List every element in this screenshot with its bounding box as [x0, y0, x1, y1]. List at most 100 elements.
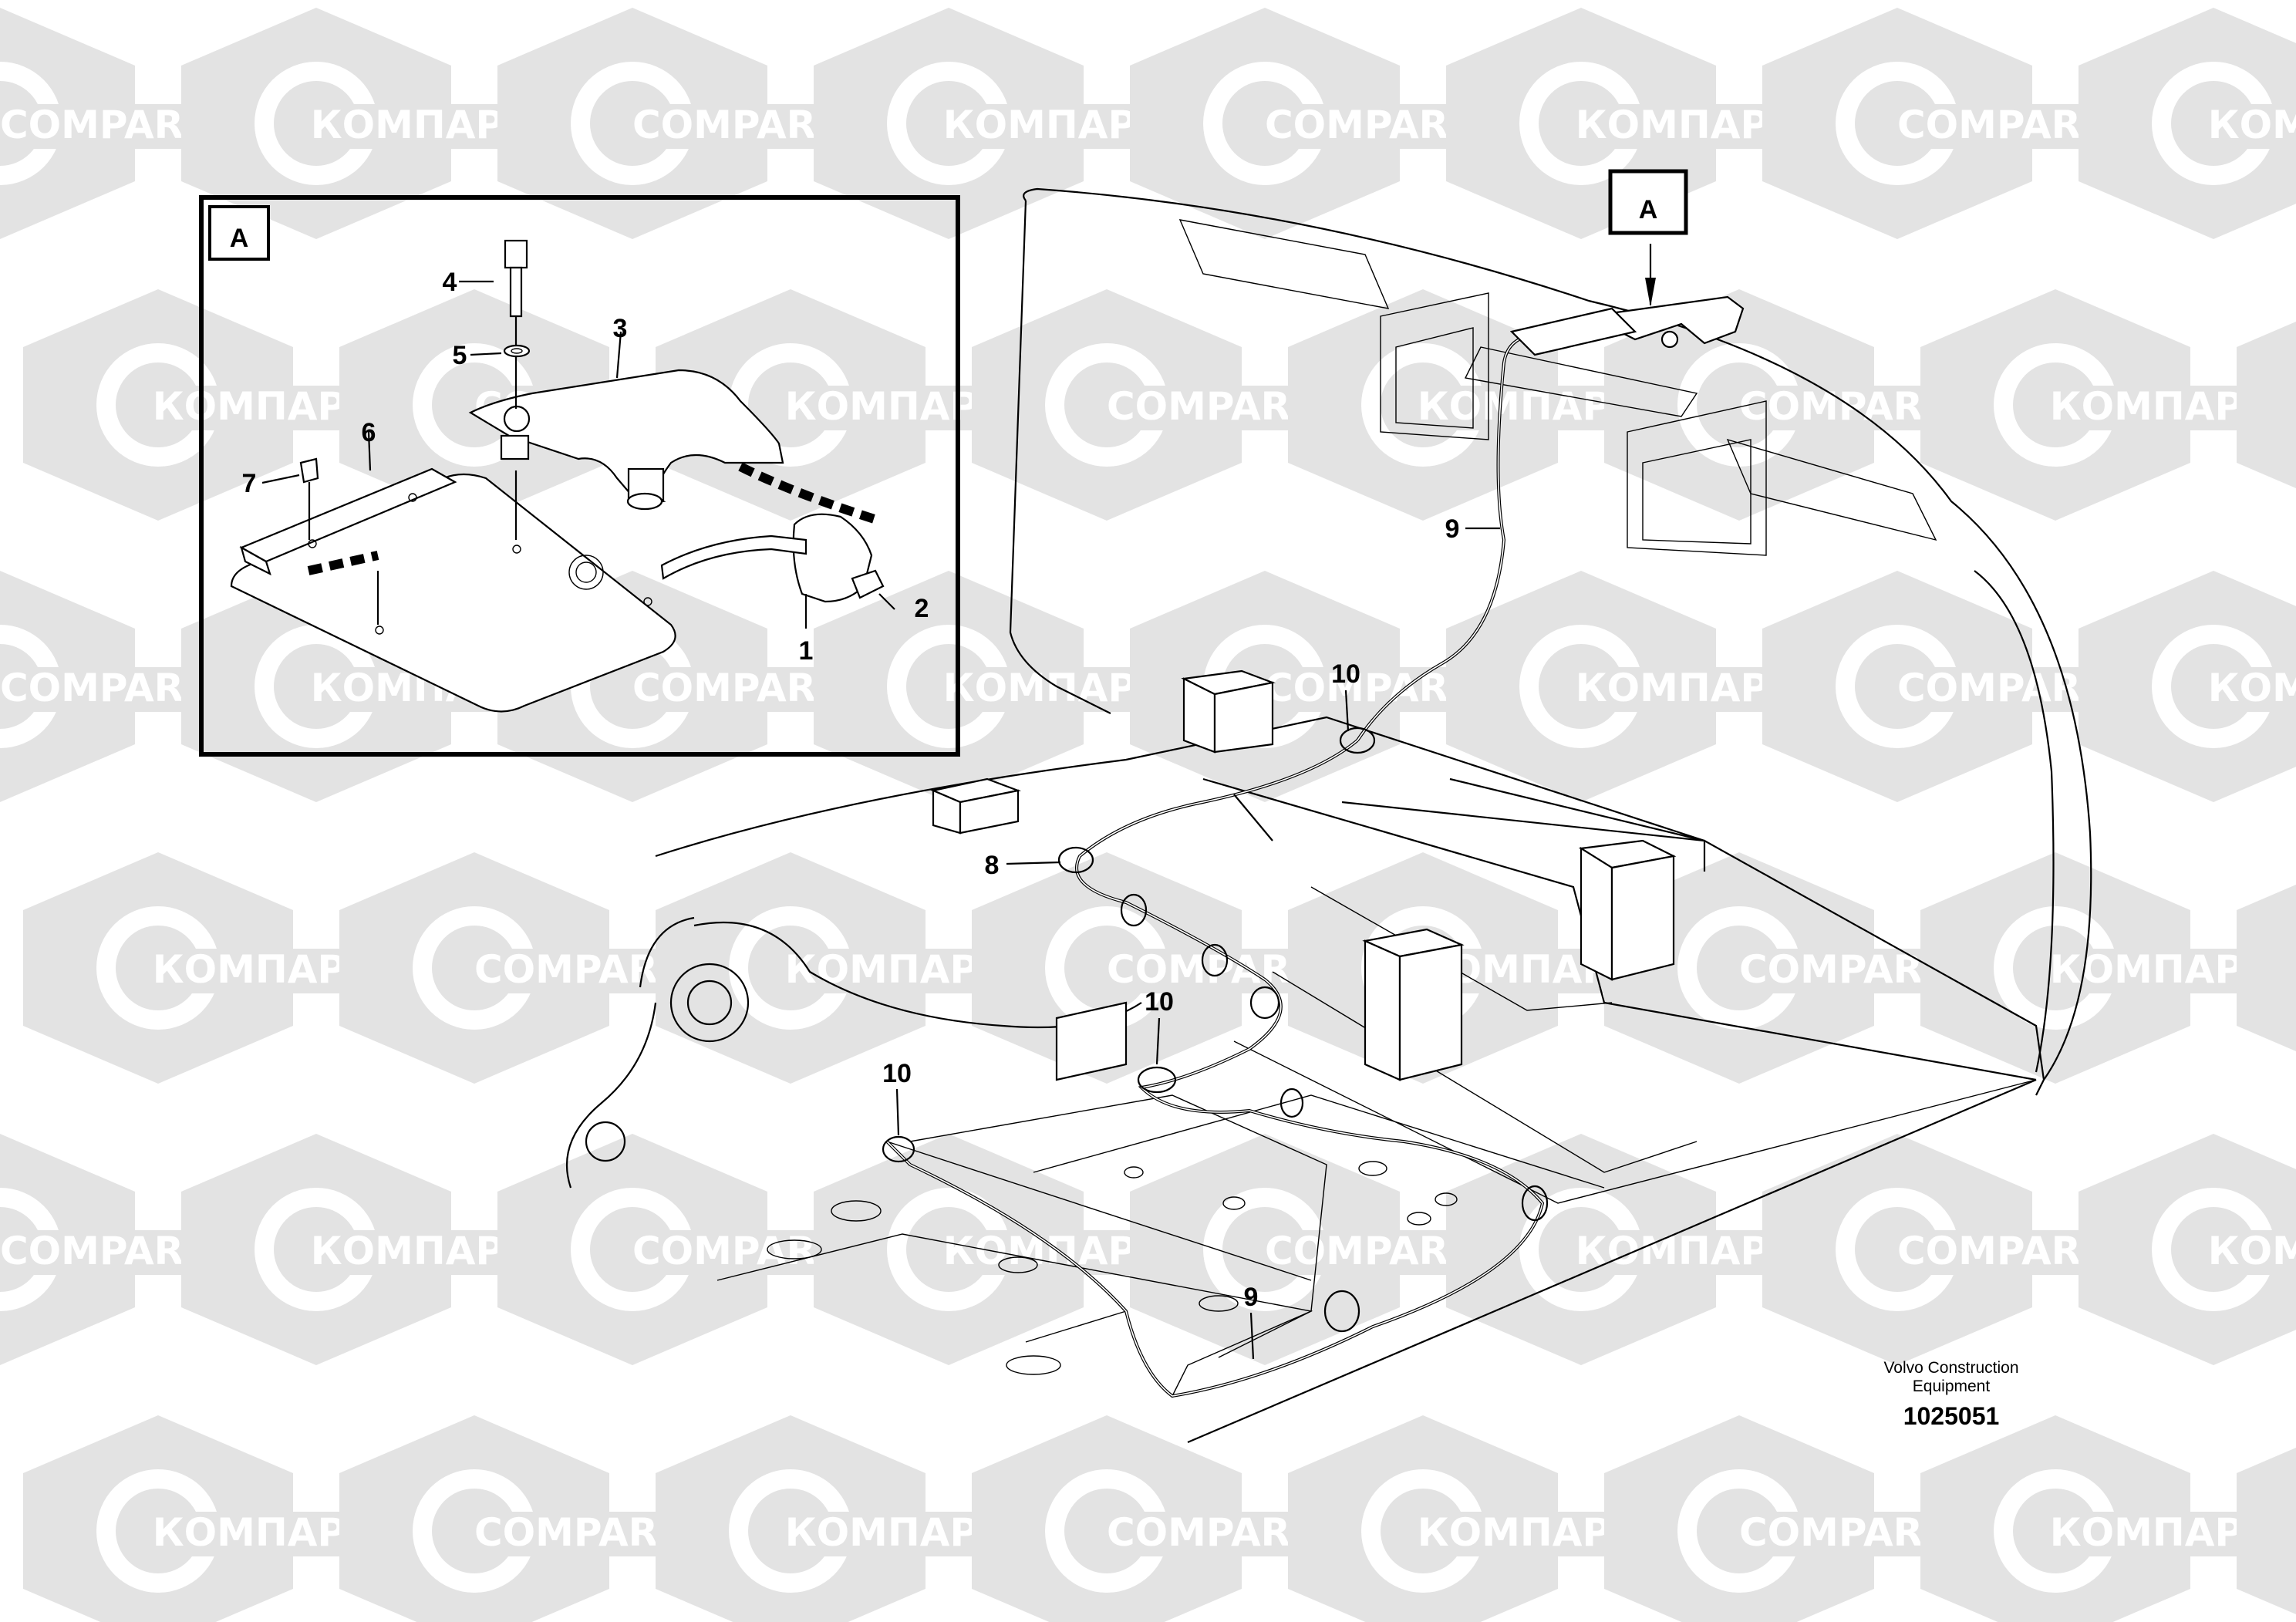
watermark-band [1573, 667, 1797, 712]
watermark-band [783, 386, 1006, 430]
watermark-band [467, 949, 690, 993]
callout-8: 8 [985, 851, 1000, 880]
watermark-band [150, 1512, 374, 1556]
watermark-text: КОМПАРТ [1418, 384, 1637, 429]
watermark-band [150, 949, 374, 993]
watermark-band [2048, 386, 2271, 430]
watermark-text: КОМПАРТ [2208, 103, 2296, 147]
watermark-text: COMPART [1739, 1510, 1947, 1555]
callout-10-top: 10 [1331, 659, 1360, 689]
watermark-band [1731, 386, 1955, 430]
callout-7: 7 [242, 469, 257, 498]
manufacturer-line-2: Equipment [1912, 1378, 1991, 1395]
watermark-text: COMPART [474, 1510, 683, 1555]
watermark-text: КОМПАРТ [311, 103, 530, 147]
watermark-text: КОМПАРТ [785, 384, 1004, 429]
callout-9-bottom: 9 [1244, 1283, 1259, 1312]
view-label-a: A [1639, 195, 1658, 224]
watermark-text: COMPART [632, 666, 841, 710]
watermark-text: COMPART [1107, 947, 1315, 992]
watermark-band [1731, 949, 1955, 993]
watermark-band [941, 1230, 1165, 1275]
watermark-band [1573, 104, 1797, 149]
watermark-band [0, 1230, 216, 1275]
watermark-band [1415, 1512, 1639, 1556]
callout-6: 6 [362, 418, 376, 447]
watermark-band [941, 667, 1165, 712]
watermark-band [1099, 386, 1323, 430]
watermark-band [2206, 1230, 2296, 1275]
watermark-band [1257, 104, 1481, 149]
watermark-text: COMPART [1107, 384, 1315, 429]
watermark-band [467, 1512, 690, 1556]
callout-3: 3 [613, 314, 628, 343]
watermark-text: COMPART [0, 666, 208, 710]
watermark-hexagon [2237, 289, 2296, 521]
manufacturer-line-1: Volvo Construction [1883, 1359, 2019, 1377]
callout-5: 5 [453, 341, 467, 370]
watermark-band [783, 949, 1006, 993]
watermark-band [1731, 1512, 1955, 1556]
watermark-band [1573, 1230, 1797, 1275]
watermark-layer: COMPART КОМПАРТ COMPART КОМПАРТ COMPART КОМПА… [0, 8, 2296, 1622]
watermark-text: COMPART [474, 947, 683, 992]
watermark-band [308, 104, 532, 149]
watermark-band [2048, 949, 2271, 993]
callout-9-top: 9 [1445, 514, 1460, 544]
watermark-text: КОМПАРТ [2050, 947, 2269, 992]
watermark-band [1890, 1230, 2113, 1275]
watermark-text: КОМПАРТ [1576, 1229, 1795, 1273]
callout-2: 2 [915, 594, 929, 623]
watermark-band [308, 1230, 532, 1275]
inset-label: A [230, 224, 249, 253]
watermark-text: КОМПАРТ [153, 384, 372, 429]
watermark-text: КОМПАРТ [153, 1510, 372, 1555]
callout-1: 1 [799, 636, 814, 666]
detail-inset-a [199, 195, 960, 757]
watermark-band [941, 104, 1165, 149]
drawing-number: 1025051 [1903, 1402, 2000, 1430]
watermark-text: КОМПАРТ [1418, 1510, 1637, 1555]
watermark-hexagon [2237, 1415, 2296, 1622]
watermark-text: КОМПАРТ [785, 947, 1004, 992]
watermark-text: COMPART [1265, 1229, 1473, 1273]
watermark-text: КОМПАРТ [943, 103, 1162, 147]
watermark-band [2206, 104, 2296, 149]
watermark-band [150, 386, 374, 430]
callout-4: 4 [443, 268, 457, 297]
watermark-text: COMPART [1107, 1510, 1315, 1555]
watermark-band [625, 104, 848, 149]
watermark-band [1099, 949, 1323, 993]
watermark-band [0, 104, 216, 149]
watermark-text: КОМПАРТ [1576, 103, 1795, 147]
machine-frame-drawing [565, 187, 2092, 1444]
watermark-band [2206, 667, 2296, 712]
watermark-text: КОМПАРТ [2208, 666, 2296, 710]
watermark-text: COMPART [632, 1229, 841, 1273]
watermark-band [1890, 667, 2113, 712]
watermark-text: COMPART [632, 103, 841, 147]
watermark-text: COMPART [1897, 1229, 2106, 1273]
watermark-band [2048, 1512, 2271, 1556]
watermark-text: COMPART [1897, 666, 2106, 710]
watermark-band [1890, 104, 2113, 149]
watermark-band [0, 667, 216, 712]
callout-layer: A 1 2 3 4 5 6 7 A 9 10 8 10 10 9 [230, 169, 1688, 1360]
watermark-band [1257, 1230, 1481, 1275]
watermark-text: КОМПАРТ [943, 1229, 1162, 1273]
watermark-text: COMPART [0, 1229, 208, 1273]
watermark-band [625, 667, 848, 712]
watermark-band [783, 1512, 1006, 1556]
watermark-band [1415, 386, 1639, 430]
callout-10-left: 10 [882, 1059, 912, 1088]
watermark-text: COMPART [0, 103, 208, 147]
manufacturer-credit: Volvo Construction Equipment [1836, 1359, 2067, 1396]
watermark-text: COMPART [1265, 103, 1473, 147]
watermark-text: COMPART [1265, 666, 1473, 710]
watermark-band [625, 1230, 848, 1275]
callout-10-middle: 10 [1145, 987, 1174, 1017]
watermark-text: КОМПАРТ [311, 1229, 530, 1273]
watermark-text: КОМПАРТ [2050, 1510, 2269, 1555]
watermark-band [1099, 1512, 1323, 1556]
